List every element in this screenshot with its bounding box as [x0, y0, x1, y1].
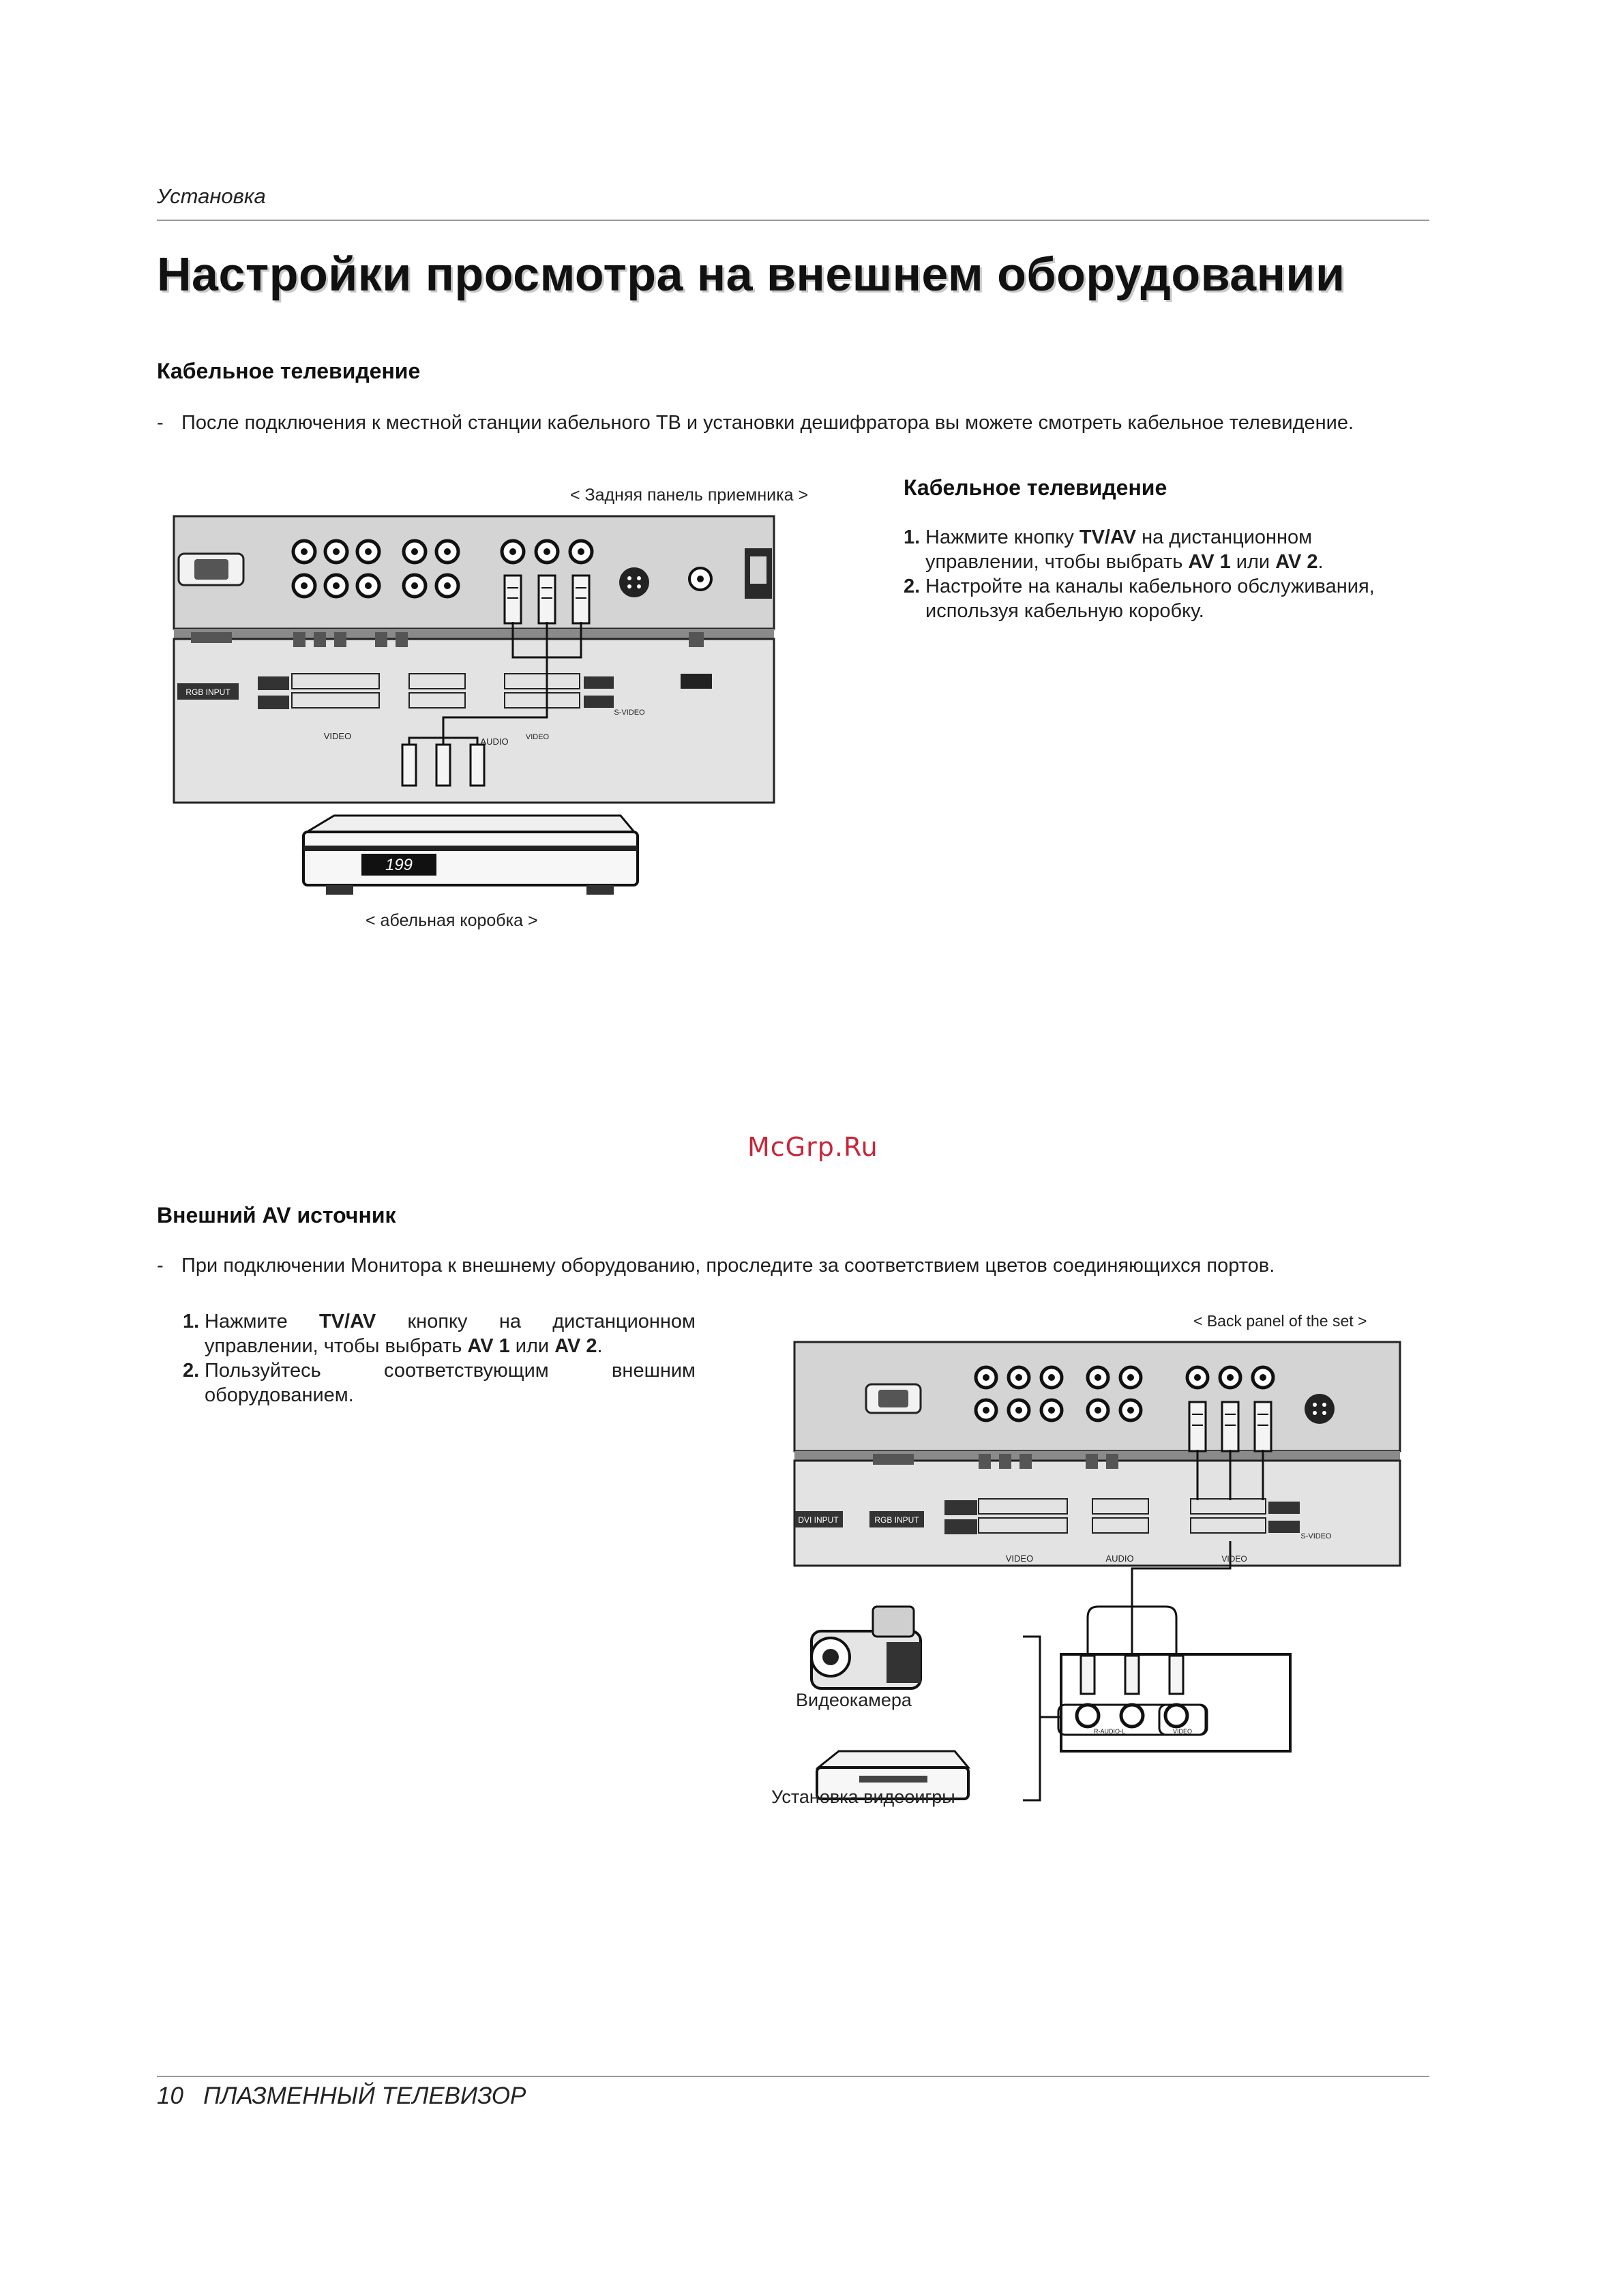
camcorder-icon — [812, 1607, 921, 1688]
video-short-label: VIDEO — [1221, 1554, 1247, 1564]
watermark: McGrp.Ru — [747, 1132, 878, 1162]
antenna-port-icon — [689, 568, 711, 590]
rgb-input-label: RGB INPUT — [874, 1515, 919, 1525]
cable-box-connection-diagram: RGB INPUT AUDIO VIDEO VIDEO S-VIDEO — [170, 513, 776, 911]
step-mode-2: AV 2 — [1275, 551, 1317, 573]
svideo-label: S-VIDEO — [1300, 1532, 1332, 1540]
vga-port-icon — [866, 1384, 921, 1413]
step-mode-1: AV 1 — [467, 1335, 509, 1357]
cable-step-1: 1.Нажмите кнопку TV/AV на дистанционном … — [904, 525, 1408, 574]
rear-panel-upper — [174, 516, 774, 629]
step-text: . — [597, 1335, 603, 1357]
cable-box-display: 199 — [385, 856, 413, 874]
cable-intro-text: После подключения к местной станции кабе… — [157, 409, 1429, 436]
step-text: Пользуйтесь соответствующим внешним обор… — [205, 1360, 696, 1406]
section-label: Установка — [157, 184, 266, 209]
rear-panel-groove — [174, 629, 774, 639]
audio-label: AUDIO — [1105, 1553, 1133, 1564]
svideo-port-icon — [619, 567, 649, 597]
vga-port-icon — [179, 554, 243, 585]
page-title: Настройки просмотра на внешнем оборудова… — [157, 247, 1345, 301]
cable-heading: Кабельное телевидение — [157, 359, 420, 384]
external-step-1: 1.Нажмите TV/AV кнопку на дистанционном … — [183, 1309, 696, 1358]
bullet-dash: - — [157, 409, 164, 436]
header-divider — [157, 220, 1429, 221]
step-text: Настройте на каналы кабельного обслужива… — [925, 576, 1375, 622]
cable-box-caption: < абельная коробка > — [366, 911, 538, 931]
step-text: или — [1231, 551, 1275, 573]
external-intro-text: При подключении Монитора к внешнему обор… — [157, 1252, 1429, 1279]
video-label: VIDEO — [324, 731, 351, 741]
step-text: или — [510, 1335, 554, 1357]
step-button-name: TV/AV — [319, 1311, 376, 1332]
video-short-label: VIDEO — [526, 733, 550, 741]
external-intro: - При подключении Монитора к внешнему об… — [157, 1252, 1429, 1279]
step-button-name: TV/AV — [1079, 526, 1136, 548]
step-number: 2. — [904, 574, 920, 599]
step-text: Нажмите кнопку — [925, 526, 1079, 548]
external-steps: 1.Нажмите TV/AV кнопку на дистанционном … — [183, 1309, 696, 1407]
cable-step-2: 2.Настройте на каналы кабельного обслужи… — [904, 574, 1408, 623]
cable-intro: - После подключения к местной станции ка… — [157, 409, 1429, 436]
svideo-label: S-VIDEO — [614, 709, 645, 717]
step-number: 2. — [183, 1358, 199, 1383]
footer: 10 ПЛАЗМЕННЫЙ ТЕЛЕВИЗОР — [157, 2083, 526, 2110]
power-socket-icon — [745, 548, 772, 599]
rgb-input-label: RGB INPUT — [185, 687, 230, 697]
page-number: 10 — [157, 2083, 183, 2109]
device-video-label: VIDEO — [1173, 1728, 1192, 1735]
step-mode-1: AV 1 — [1188, 551, 1230, 573]
box-plugs-icon — [402, 745, 484, 786]
rear-panel-caption: < Задняя панель приемника > — [570, 486, 808, 505]
bullet-dash: - — [157, 1252, 164, 1279]
av-plugs-icon — [1189, 1402, 1271, 1451]
external-heading: Внешний AV источник — [157, 1203, 396, 1228]
device-plugs-icon — [1081, 1656, 1183, 1694]
cable-box-icon — [303, 816, 638, 895]
cable-side-heading: Кабельное телевидение — [904, 475, 1167, 501]
step-number: 1. — [904, 525, 920, 550]
svideo-port-icon — [1305, 1394, 1335, 1424]
camcorder-label: Видеокамера — [796, 1690, 912, 1711]
av-plugs-icon — [505, 576, 589, 623]
cable-steps: 1.Нажмите кнопку TV/AV на дистанционном … — [904, 525, 1408, 623]
game-console-label: Установка видеоигры — [771, 1787, 955, 1808]
back-panel-caption: < Back panel of the set > — [1193, 1312, 1367, 1330]
step-mode-2: AV 2 — [554, 1335, 597, 1357]
external-step-2: 2.Пользуйтесь соответствующим внешним об… — [183, 1358, 696, 1407]
step-text: Нажмите — [205, 1311, 319, 1332]
product-name: ПЛАЗМЕННЫЙ ТЕЛЕВИЗОР — [203, 2083, 526, 2109]
footer-divider — [157, 2076, 1429, 2077]
r-audio-l-label: R-AUDIO-L — [1094, 1728, 1125, 1735]
external-av-connection-diagram: DVI INPUT RGB INPUT VIDEO AUDIO VIDEO S-… — [771, 1337, 1425, 1828]
step-text: . — [1318, 551, 1324, 573]
video-label: VIDEO — [1006, 1553, 1033, 1564]
dvi-input-label: DVI INPUT — [798, 1515, 839, 1525]
step-number: 1. — [183, 1309, 199, 1334]
